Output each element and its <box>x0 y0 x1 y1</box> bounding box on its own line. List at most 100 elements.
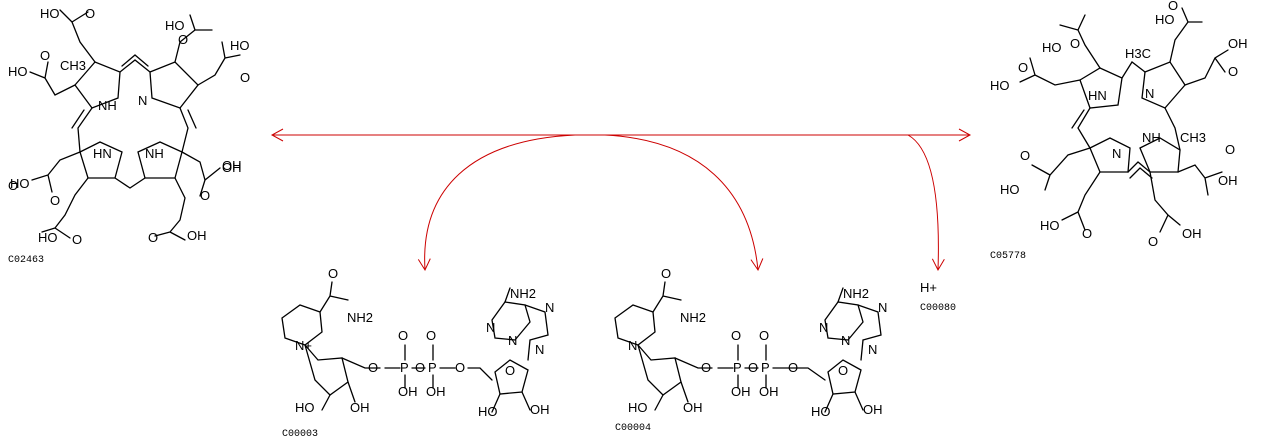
group-label: N <box>841 333 850 348</box>
group-label: O <box>1225 142 1235 157</box>
group-label: HO <box>1000 182 1020 197</box>
group-label: HO <box>478 404 498 419</box>
group-label: O <box>1168 0 1178 13</box>
group-label: O <box>200 188 210 203</box>
group-label: P <box>761 360 770 375</box>
group-label: N <box>819 320 828 335</box>
group-label: O <box>398 328 408 343</box>
group-label: O <box>50 193 60 208</box>
group-label: OH <box>187 228 207 243</box>
group-label: HO <box>811 404 831 419</box>
group-label: NH2 <box>680 310 706 325</box>
group-label: CH3 <box>60 58 86 73</box>
group-label: CH3 <box>1180 130 1206 145</box>
group-label: O <box>759 328 769 343</box>
group-label: O <box>505 363 515 378</box>
c05778-labels: O HO HO O H3C HO O O OH HN N N NH CH3 O … <box>990 0 1248 262</box>
group-label: O <box>748 360 758 375</box>
group-label: O <box>1020 148 1030 163</box>
group-label: NH <box>98 98 117 113</box>
group-label: O <box>368 360 378 375</box>
group-label: HO <box>165 18 185 33</box>
group-label: HO <box>1040 218 1060 233</box>
group-label: O <box>701 360 711 375</box>
group-label: O <box>661 266 671 281</box>
group-label: O <box>731 328 741 343</box>
proton-arrow <box>907 134 945 272</box>
group-label: HN <box>93 146 112 161</box>
group-label: HO <box>40 6 60 21</box>
group-label: N <box>138 93 147 108</box>
molecule-c02463: HO O O HO CH3 NH N HO O HO O NH HN O OH … <box>8 6 250 266</box>
group-label: HO <box>628 400 648 415</box>
group-label: N <box>628 338 637 353</box>
group-label: O <box>328 266 338 281</box>
group-label: HO <box>990 78 1010 93</box>
group-label: HN <box>1088 88 1107 103</box>
group-label: O <box>85 6 95 21</box>
group-label: HO <box>38 230 58 245</box>
group-label: HO <box>10 176 30 191</box>
group-label: HO <box>1155 12 1175 27</box>
group-label: N <box>1145 86 1154 101</box>
group-label: N+ <box>295 338 312 353</box>
group-label: OH <box>1218 173 1238 188</box>
group-label: OH <box>731 384 751 399</box>
proton-label: H+ <box>920 280 937 295</box>
reaction-arrows <box>270 128 972 272</box>
group-label: OH <box>1228 36 1248 51</box>
compound-id: C00004 <box>615 423 651 434</box>
group-label: HO <box>230 38 250 53</box>
group-label: N <box>1112 146 1121 161</box>
group-label: NH <box>145 146 164 161</box>
group-label: O <box>1148 234 1158 249</box>
group-label: O <box>415 360 425 375</box>
molecule-c00003: O NH2 N+ O O O O P P OH OH O O NH2 N N N… <box>281 266 554 440</box>
group-label: OH <box>759 384 779 399</box>
group-label: HO <box>1042 40 1062 55</box>
group-label: NH2 <box>843 286 869 301</box>
group-label: P <box>400 360 409 375</box>
compound-id: C02463 <box>8 255 44 266</box>
group-label: O <box>1228 64 1238 79</box>
molecule-c00004: O NH2 N O O O O P P OH OH O O NH2 N N N … <box>614 266 887 434</box>
group-label: O <box>1082 226 1092 241</box>
group-label: O <box>240 70 250 85</box>
group-label: OH <box>426 384 446 399</box>
compound-id: C00080 <box>920 303 956 314</box>
group-label: O <box>1070 36 1080 51</box>
group-label: OH <box>863 402 883 417</box>
group-label: NH <box>1142 130 1161 145</box>
group-label: O <box>788 360 798 375</box>
group-label: O <box>838 363 848 378</box>
group-label: N <box>545 300 554 315</box>
group-label: O <box>148 230 158 245</box>
group-label: N <box>508 333 517 348</box>
group-label: H3C <box>1125 46 1151 61</box>
group-label: N <box>878 300 887 315</box>
group-label: P <box>428 360 437 375</box>
group-label: O <box>455 360 465 375</box>
group-label: OH <box>222 160 242 175</box>
group-label: OH <box>683 400 703 415</box>
group-label: O <box>40 48 50 63</box>
compound-id: C05778 <box>990 251 1026 262</box>
group-label: O <box>178 32 188 47</box>
group-label: OH <box>350 400 370 415</box>
cofactor-arrow-left <box>417 134 576 272</box>
group-label: O <box>8 178 18 193</box>
group-label: HO <box>8 64 28 79</box>
group-label: NH2 <box>510 286 536 301</box>
c02463-labels: HO O O HO CH3 NH N HO O HO O NH HN O OH … <box>8 6 250 266</box>
group-label: N <box>535 342 544 357</box>
group-label: N <box>486 320 495 335</box>
group-label: OH <box>1182 226 1202 241</box>
group-label: OH <box>222 158 242 173</box>
group-label: NH2 <box>347 310 373 325</box>
group-label: O <box>426 328 436 343</box>
cofactor-arrow-right <box>604 134 764 272</box>
group-label: N <box>868 342 877 357</box>
group-label: O <box>72 232 82 247</box>
